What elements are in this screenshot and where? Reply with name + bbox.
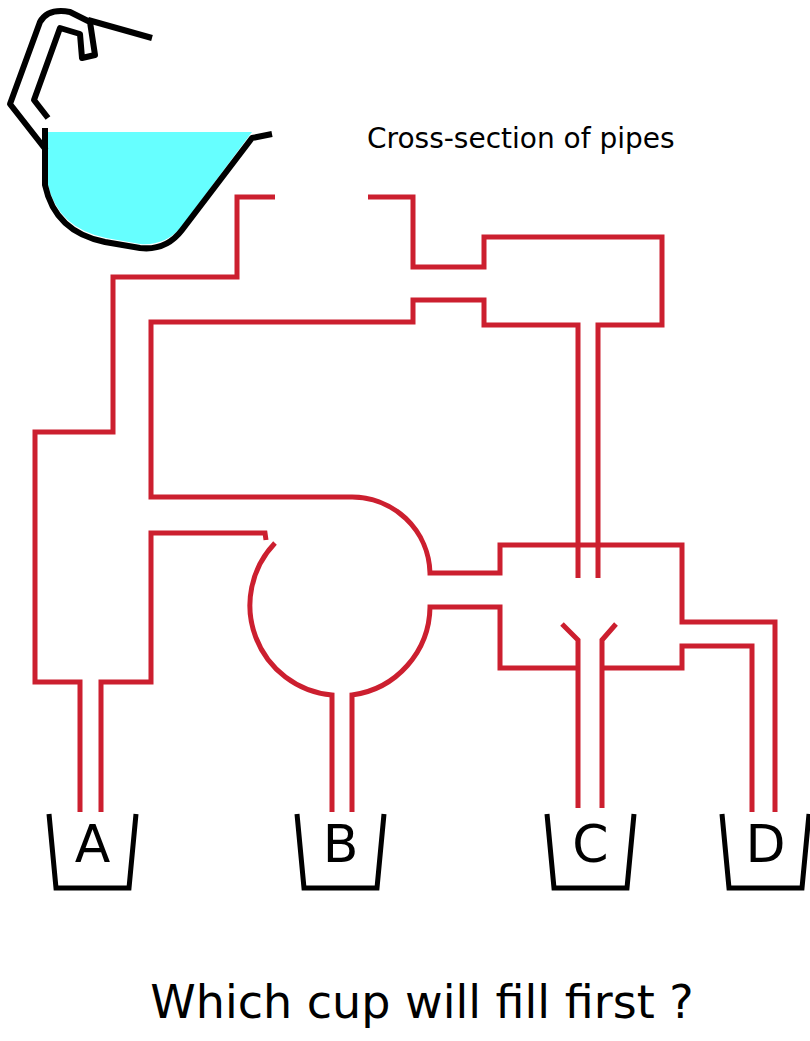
cup: B: [293, 812, 388, 892]
cup-letter: D: [718, 812, 810, 870]
cup: D: [718, 812, 810, 892]
jug: [10, 11, 272, 248]
pipe-wall: [151, 300, 775, 812]
cup-letter: A: [45, 812, 140, 870]
pipe-wall: [562, 624, 578, 808]
cup-letter: C: [543, 812, 638, 870]
jug-body: [45, 128, 272, 248]
pipe-network: [35, 197, 775, 812]
pipe-wall: [250, 543, 332, 812]
pipe-wall: [35, 197, 275, 812]
note-label: Cross-section of pipes: [367, 122, 675, 155]
cup: A: [45, 812, 140, 892]
jug-handle: [10, 11, 95, 150]
water: [48, 132, 252, 244]
pipe-wall: [101, 533, 266, 812]
pipe-wall: [602, 624, 616, 808]
pipe-wall: [368, 197, 662, 578]
jug-rim: [88, 20, 152, 38]
cup: C: [543, 812, 638, 892]
pipe-wall: [352, 607, 578, 812]
caption: Which cup will fill first ?: [150, 975, 693, 1029]
pipe-wall: [602, 646, 752, 812]
cup-letter: B: [293, 812, 388, 870]
